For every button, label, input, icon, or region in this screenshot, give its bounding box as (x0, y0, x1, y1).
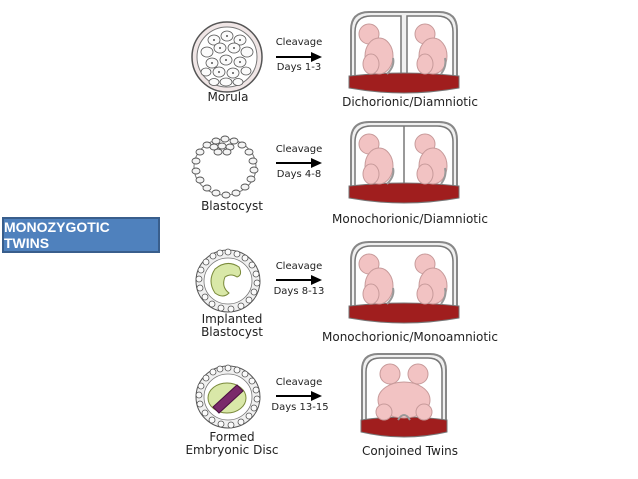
process-label: Cleavage (275, 377, 323, 388)
stage-line: Formed (209, 430, 255, 444)
outcome-label: Monochorionic/Monoamniotic (322, 330, 498, 344)
arrow-icon (276, 275, 322, 285)
outcome-label: Conjoined Twins (361, 444, 459, 458)
stage-line: Blastocyst (201, 199, 263, 213)
process-label: Cleavage (275, 144, 323, 155)
implanted-blastocyst-illustration (195, 248, 261, 313)
stage-line: Blastocyst (201, 325, 263, 339)
title-box: MONOZYGOTIC TWINS (2, 217, 160, 253)
process-label: Cleavage (275, 261, 323, 272)
arrow-icon (276, 52, 322, 62)
outcome-label: Monochorionic/Diamniotic (332, 212, 488, 226)
diagram-title: MONOZYGOTIC TWINS (4, 219, 110, 251)
stage-label-morula: Morula (188, 91, 268, 104)
stage-label-implanted-blastocyst: Implanted Blastocyst (192, 313, 272, 339)
dichorionic-diamniotic-illustration (348, 11, 460, 94)
days-label: Days 4-8 (276, 169, 322, 180)
arrow-icon (276, 158, 322, 168)
process-label: Cleavage (275, 37, 323, 48)
days-label: Days 13-15 (271, 402, 329, 413)
morula-illustration (191, 21, 263, 93)
stage-line: Morula (207, 90, 249, 104)
arrow-icon (276, 391, 322, 401)
blastocyst-illustration (191, 135, 259, 199)
stage-label-blastocyst: Blastocyst (188, 200, 276, 213)
stage-label-formed-embryonic-disc: Formed Embryonic Disc (182, 431, 282, 457)
monochorionic-monoamniotic-illustration (348, 241, 460, 324)
days-label: Days 8-13 (273, 286, 325, 297)
days-label: Days 1-3 (276, 62, 322, 73)
monochorionic-diamniotic-illustration (348, 121, 460, 204)
stage-line: Implanted (201, 312, 263, 326)
conjoined-twins-illustration (360, 353, 448, 438)
outcome-label: Dichorionic/Diamniotic (342, 95, 478, 109)
stage-line: Embryonic Disc (185, 443, 279, 457)
formed-embryonic-disc-illustration (195, 364, 261, 429)
